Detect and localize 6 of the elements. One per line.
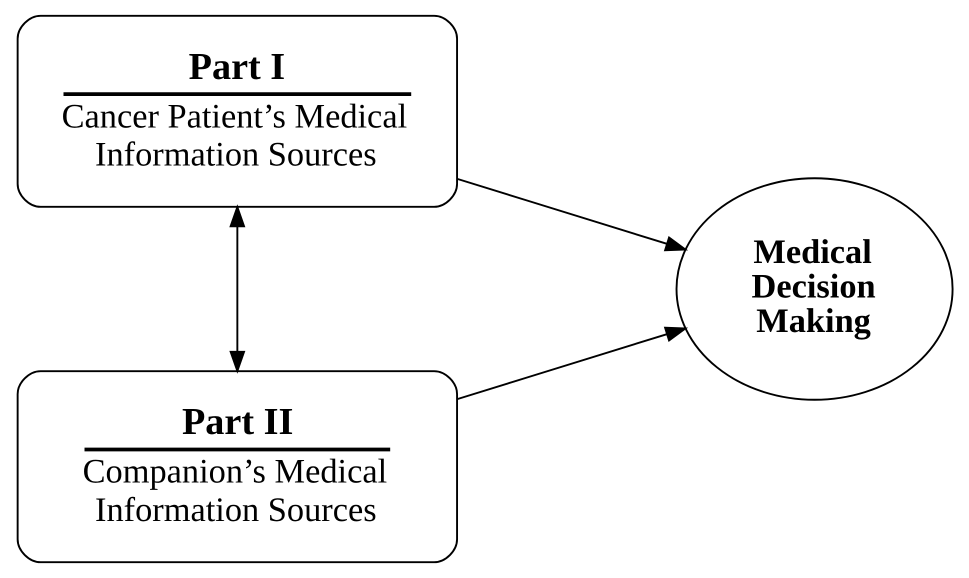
node-ellipse: Medical Decision Making — [675, 177, 954, 401]
node-box: Part I Cancer Patient’s Medical Information Sources — [16, 14, 458, 208]
node-box: Part II Companion’s Medical Information Sources — [16, 370, 458, 564]
arrow — [456, 326, 688, 400]
arrow — [456, 178, 688, 252]
arrow — [228, 204, 245, 374]
